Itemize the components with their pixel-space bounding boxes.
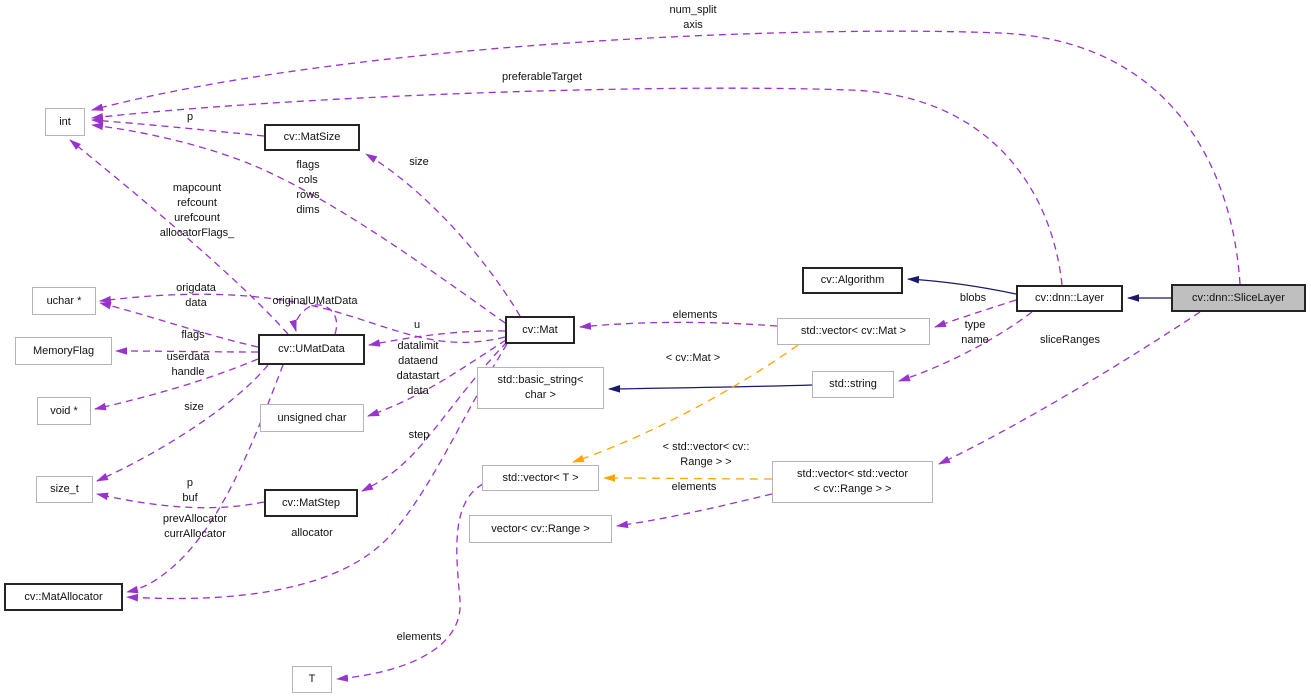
edge-label-originalumatdata: originalUMatData bbox=[272, 295, 358, 307]
node-cv-matallocator[interactable]: cv::MatAllocator bbox=[4, 583, 123, 611]
edge-layer-algorithm bbox=[907, 275, 1017, 295]
edge-size-sizet bbox=[96, 364, 269, 482]
edge-label-u: u bbox=[413, 319, 421, 331]
node-std-vector-cv-mat: std::vector< cv::Mat > bbox=[777, 318, 930, 345]
edge-label-template-vector-range: < std::vector< cv:: Range > > bbox=[662, 441, 750, 468]
edge-prev-curr-allocator bbox=[126, 364, 284, 594]
edge-string-basicstring bbox=[608, 384, 813, 393]
edge-label-flags-cols-rows-dims: flags cols rows dims bbox=[296, 159, 320, 216]
edge-label-origdata-data: origdata data bbox=[176, 282, 216, 309]
edge-label-elements-range: elements bbox=[671, 481, 717, 493]
edge-label-template-cv-mat: < cv::Mat > bbox=[665, 352, 721, 364]
edge-template-cv-mat bbox=[572, 344, 799, 463]
edge-allocator bbox=[126, 343, 508, 602]
edge-unsigned-char bbox=[367, 339, 507, 417]
edge-originalumatdata-loop bbox=[289, 304, 338, 335]
node-size-t: size_t bbox=[36, 476, 93, 503]
node-cv-matstep[interactable]: cv::MatStep bbox=[264, 489, 358, 517]
node-int: int bbox=[45, 108, 85, 136]
edge-blobs bbox=[934, 299, 1017, 328]
edge-label-elements-t: elements bbox=[396, 631, 442, 643]
edge-template-vector-range bbox=[603, 474, 773, 482]
node-t: T bbox=[292, 666, 332, 693]
node-unsigned-char: unsigned char bbox=[260, 404, 364, 432]
edge-label-userdata-handle: userdata handle bbox=[166, 351, 210, 378]
node-cv-algorithm[interactable]: cv::Algorithm bbox=[802, 267, 903, 294]
edge-flags-memoryflag bbox=[115, 347, 259, 355]
node-std-basic-string: std::basic_string< char > bbox=[477, 367, 604, 409]
edge-label-blobs: blobs bbox=[959, 292, 987, 304]
edge-label-prev-curr-allocator: prevAllocator currAllocator bbox=[162, 513, 228, 540]
node-cv-matsize[interactable]: cv::MatSize bbox=[264, 124, 360, 151]
node-cv-umatdata[interactable]: cv::UMatData bbox=[258, 334, 365, 365]
edge-size-matsize bbox=[365, 153, 521, 317]
edge-preferabletarget bbox=[91, 87, 1063, 286]
edge-p-buf bbox=[96, 492, 265, 509]
node-std-string: std::string bbox=[812, 371, 894, 398]
edge-type-name bbox=[898, 311, 1033, 382]
node-uchar-ptr: uchar * bbox=[32, 287, 96, 315]
node-cv-mat[interactable]: cv::Mat bbox=[505, 316, 575, 344]
edge-label-size-sizet: size bbox=[184, 401, 204, 413]
edge-label-p-buf: p buf bbox=[182, 477, 198, 504]
node-std-vector-t: std::vector< T > bbox=[482, 465, 599, 491]
node-cv-dnn-layer[interactable]: cv::dnn::Layer bbox=[1016, 285, 1123, 312]
edge-mapcount bbox=[69, 139, 289, 335]
edge-origdata-data bbox=[99, 301, 259, 348]
edge-p bbox=[91, 117, 265, 137]
edge-label-sliceranges: sliceRanges bbox=[1040, 334, 1100, 346]
edge-label-num-split-axis: num_split axis bbox=[669, 4, 717, 31]
edge-elements-mat bbox=[579, 321, 778, 330]
edge-num-split-axis bbox=[91, 30, 1241, 285]
edge-flags-cols-rows-dims bbox=[91, 122, 506, 324]
edge-label-preferabletarget: preferableTarget bbox=[501, 71, 583, 83]
edge-elements-t bbox=[336, 483, 484, 682]
edge-label-p: p bbox=[186, 111, 194, 123]
edge-label-allocator: allocator bbox=[291, 527, 333, 539]
edge-sliceranges bbox=[938, 311, 1201, 465]
edge-label-step: step bbox=[408, 429, 430, 441]
node-vector-cv-range: vector< cv::Range > bbox=[469, 515, 612, 543]
node-cv-dnn-slicelayer: cv::dnn::SliceLayer bbox=[1171, 284, 1306, 312]
node-memoryflag: MemoryFlag bbox=[15, 337, 112, 365]
edge-step bbox=[361, 341, 508, 492]
edge-label-type-name: type name bbox=[961, 319, 989, 346]
node-void-ptr: void * bbox=[37, 397, 91, 425]
edge-label-mapcount-group: mapcount refcount urefcount allocatorFla… bbox=[159, 182, 235, 239]
node-std-vector-std-vector-cv-range: std::vector< std::vector < cv::Range > > bbox=[772, 461, 933, 503]
edge-label-data-group: datalimit dataend datastart data bbox=[396, 340, 440, 397]
edge-label-elements-mat: elements bbox=[672, 309, 718, 321]
edge-label-flags: flags bbox=[181, 329, 205, 341]
edge-elements-range bbox=[616, 493, 773, 529]
edge-userdata-handle bbox=[94, 358, 259, 411]
edge-u bbox=[368, 330, 506, 347]
edge-label-size-matsize: size bbox=[409, 156, 429, 168]
